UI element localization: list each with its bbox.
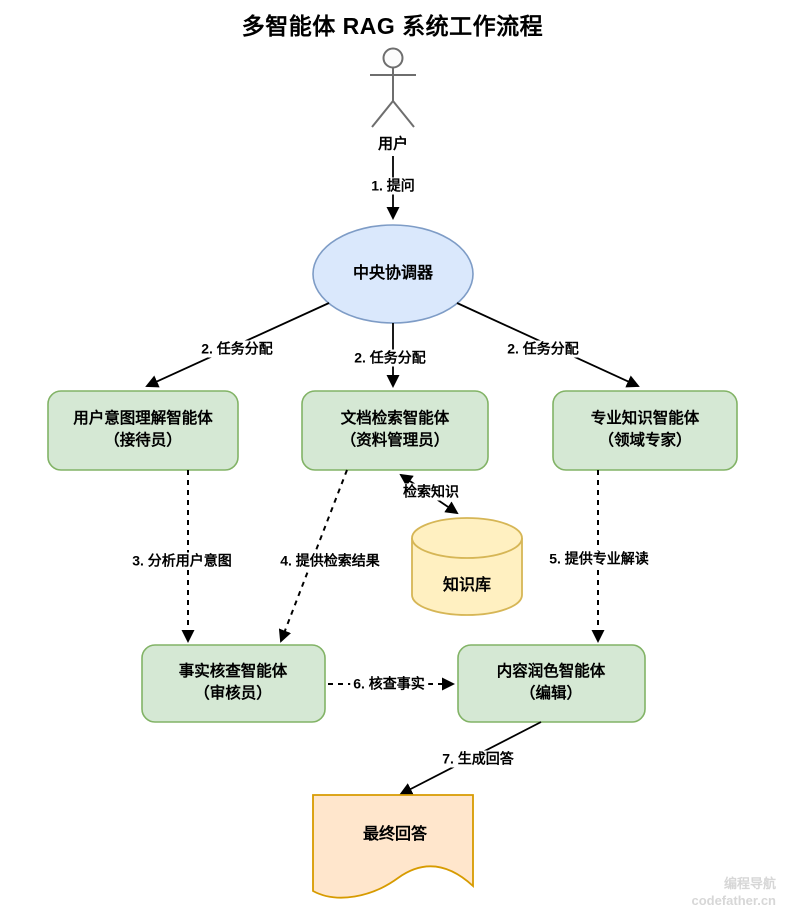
edge-assign-left-label: 2. 任务分配 (198, 340, 276, 358)
edge-assign-center-label: 2. 任务分配 (351, 349, 429, 367)
edge-provide-expertise-label: 5. 提供专业解读 (546, 550, 652, 568)
intent-agent-label: 用户意图理解智能体 （接待员） (73, 410, 213, 449)
watermark: 编程导航 codefather.cn (691, 875, 776, 909)
watermark-brand: 编程导航 (723, 876, 776, 891)
edge-provide-results-label: 4. 提供检索结果 (277, 552, 383, 570)
expert-agent-box (552, 390, 738, 471)
knowledge-base-cylinder (411, 517, 523, 616)
retrieval-agent-box (301, 390, 489, 471)
edge-generate-answer-label: 7. 生成回答 (439, 750, 517, 768)
polish-agent-label: 内容润色智能体 （编辑） (496, 663, 606, 702)
retrieval-agent-label: 文档检索智能体 （资料管理员） (340, 410, 450, 449)
coordinator-label: 中央协调器 (352, 265, 434, 282)
polish-agent-box (457, 644, 646, 723)
edge-retrieve-knowledge-label: 检索知识 (400, 483, 462, 501)
user-actor-label: 用户 (377, 135, 409, 153)
expert-agent-label: 专业知识智能体 （领域专家） (590, 410, 700, 449)
edge-assign-right-label: 2. 任务分配 (504, 340, 582, 358)
knowledge-base-label: 知识库 (442, 577, 492, 594)
watermark-domain: codefather.cn (691, 893, 776, 908)
factcheck-agent-box (141, 644, 326, 723)
edge-ask-label: 1. 提问 (368, 177, 418, 195)
factcheck-agent-label: 事实核查智能体 （审核员） (178, 663, 288, 702)
edge-analyze-intent-label: 3. 分析用户意图 (129, 552, 235, 570)
final-answer-label: 最终回答 (362, 826, 428, 843)
final-answer-document (312, 794, 474, 899)
user-actor-icon (370, 47, 416, 128)
edge-verify-facts-label: 6. 核查事实 (350, 675, 428, 693)
intent-agent-box (47, 390, 239, 471)
page-title: 多智能体 RAG 系统工作流程 (241, 13, 544, 39)
